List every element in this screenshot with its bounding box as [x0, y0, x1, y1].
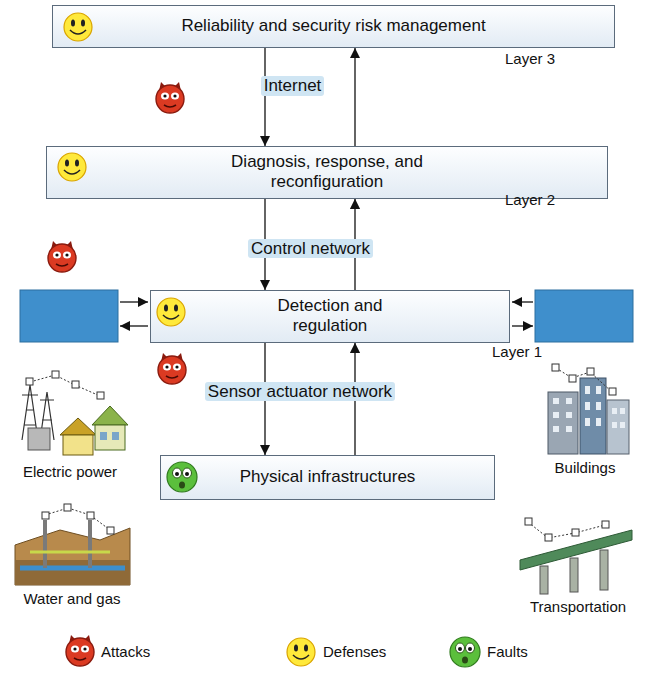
infrastructure-label: Transportation: [530, 598, 626, 616]
network-name: Control network: [248, 239, 373, 258]
infrastructure-label: Buildings: [555, 459, 616, 477]
attack-icon: [158, 353, 186, 384]
text-holder: Control network: [248, 239, 373, 259]
layer-arrow: [264, 48, 265, 146]
fault-icon: [450, 637, 480, 667]
side-block: [20, 290, 118, 342]
layer-box: Detection and regulation: [150, 290, 510, 343]
network-name: Sensor actuator network: [205, 382, 395, 401]
cloud-puff: [88, 236, 248, 280]
layer-arrow: [354, 48, 355, 146]
buildings-illustration: [548, 364, 629, 454]
network-cloud: Internet: [185, 64, 400, 108]
text-holder: Detection and regulation: [260, 296, 400, 337]
attack-icon: [156, 82, 184, 113]
legend-text: Defenses: [323, 643, 386, 661]
side-arrow: [120, 325, 148, 326]
network-cloud: Control network: [88, 212, 533, 286]
side-arrow: [120, 301, 148, 302]
cloud-puff: [314, 73, 400, 103]
cloud-puff: [185, 79, 262, 105]
layer-label: Layer 2: [505, 191, 555, 209]
box-title: Diagnosis, response, and reconfiguration: [227, 152, 427, 193]
box-title: Physical infrastructures: [240, 467, 416, 486]
cloud-puff: [355, 228, 533, 278]
legend-text: Attacks: [101, 643, 150, 661]
water-gas-illustration: [15, 504, 130, 585]
side-arrow: [512, 301, 533, 302]
layer-box: Reliability and security risk management: [52, 5, 615, 48]
defense-icon: [64, 13, 92, 41]
layer-label: Layer 3: [505, 50, 555, 68]
side-arrow: [512, 325, 533, 326]
text-holder: Internet: [261, 76, 325, 96]
cloud-puff: [230, 212, 461, 261]
electric-power-illustration: [22, 371, 128, 455]
text-holder: Physical infrastructures: [240, 467, 416, 487]
cloud-puff: [106, 223, 515, 282]
cloud-puff: [167, 363, 434, 430]
text-holder: Reliability and security risk management: [181, 16, 485, 36]
defense-icon: [58, 153, 86, 181]
box-title: Reliability and security risk management: [181, 16, 485, 35]
box-title: Detection and regulation: [260, 296, 400, 337]
network-name: Internet: [261, 76, 325, 96]
layer-label: Layer 1: [492, 343, 542, 361]
side-block: [535, 290, 633, 342]
text-holder: Sensor actuator network: [205, 382, 395, 402]
defense-icon: [287, 638, 315, 666]
text-holder: Diagnosis, response, and reconfiguration: [227, 152, 427, 193]
layer-box: Physical infrastructures: [160, 455, 495, 500]
network-cloud: Sensor actuator network: [155, 350, 445, 434]
fault-icon: [167, 462, 197, 492]
legend-text: Faults: [487, 643, 528, 661]
infrastructure-label: Water and gas: [24, 590, 121, 608]
attack-icon: [48, 241, 76, 272]
cloud-puff: [194, 71, 392, 106]
bridge-illustration: [520, 518, 632, 594]
defense-icon: [157, 298, 185, 326]
infrastructure-label: Electric power: [23, 463, 117, 481]
attack-icon: [66, 635, 94, 666]
layer-box: Diagnosis, response, and reconfiguration: [46, 146, 608, 199]
